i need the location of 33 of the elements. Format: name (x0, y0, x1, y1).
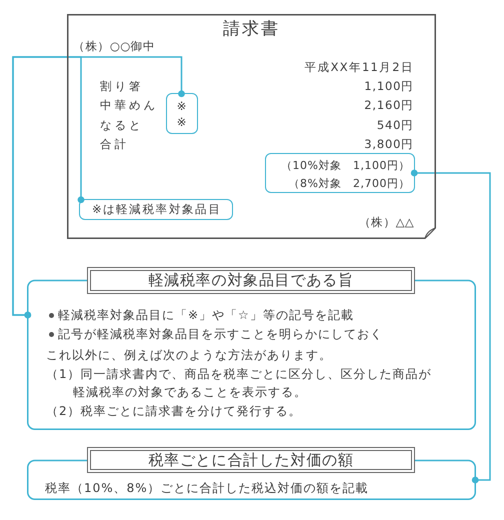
addressee-text: （株）○○御中 (73, 38, 156, 54)
issue-date: 平成XX年11月2日 (304, 60, 414, 74)
subtotal-box (265, 153, 415, 193)
subtotal-line: （10%対象 1,100円） (281, 158, 410, 172)
invoice-sheet (67, 14, 436, 239)
note-box (79, 199, 233, 220)
callout-panel (27, 447, 476, 500)
total-label: 合計 (100, 136, 129, 152)
item-price: 540円 (376, 118, 414, 132)
callout-panel (27, 267, 476, 430)
note-text: ※は軽減税率対象品目 (92, 202, 222, 216)
bullet-text: 記号が軽減税率対象品目を示すことを明らかにしておく (58, 326, 383, 342)
leader-line (12, 56, 84, 318)
document-title: 請求書 (223, 19, 280, 39)
issuer-name: （株）△△ (358, 214, 414, 230)
reference-mark: ※ (176, 115, 188, 130)
section-heading: 税率ごとに合計した対価の額 (87, 447, 415, 473)
numbered-item: （2）税率ごとに請求書を分けて発行する。 (46, 404, 302, 418)
leader-line (410, 170, 491, 484)
item-price: 1,100円 (364, 78, 414, 94)
item-name: なると (100, 118, 144, 132)
item-price: 2,160円 (364, 98, 414, 112)
body-text: これ以外に、例えば次のような方法があります。 (46, 348, 332, 362)
subtotal-line: （8%対象 2,700円） (288, 176, 410, 190)
body-text: 税率（10%、8%）ごとに合計した税込対価の額を記載 (45, 480, 369, 496)
numbered-item: （1）同一請求書内で、商品を税率ごとに区分し、区分した商品が軽減税率の対象であることを表示する。 (46, 366, 433, 401)
item-name: 中華めん (100, 98, 158, 112)
item-name: 割り箸 (100, 78, 144, 94)
bullet-text: 軽減税率対象品目に「※」や「☆」等の記号を記載 (58, 308, 354, 322)
mark-highlight-box (166, 93, 198, 134)
section-heading: 軽減税率の対象品目である旨 (87, 267, 415, 294)
reference-mark: ※ (176, 98, 188, 114)
total-amount: 3,800円 (364, 136, 414, 152)
